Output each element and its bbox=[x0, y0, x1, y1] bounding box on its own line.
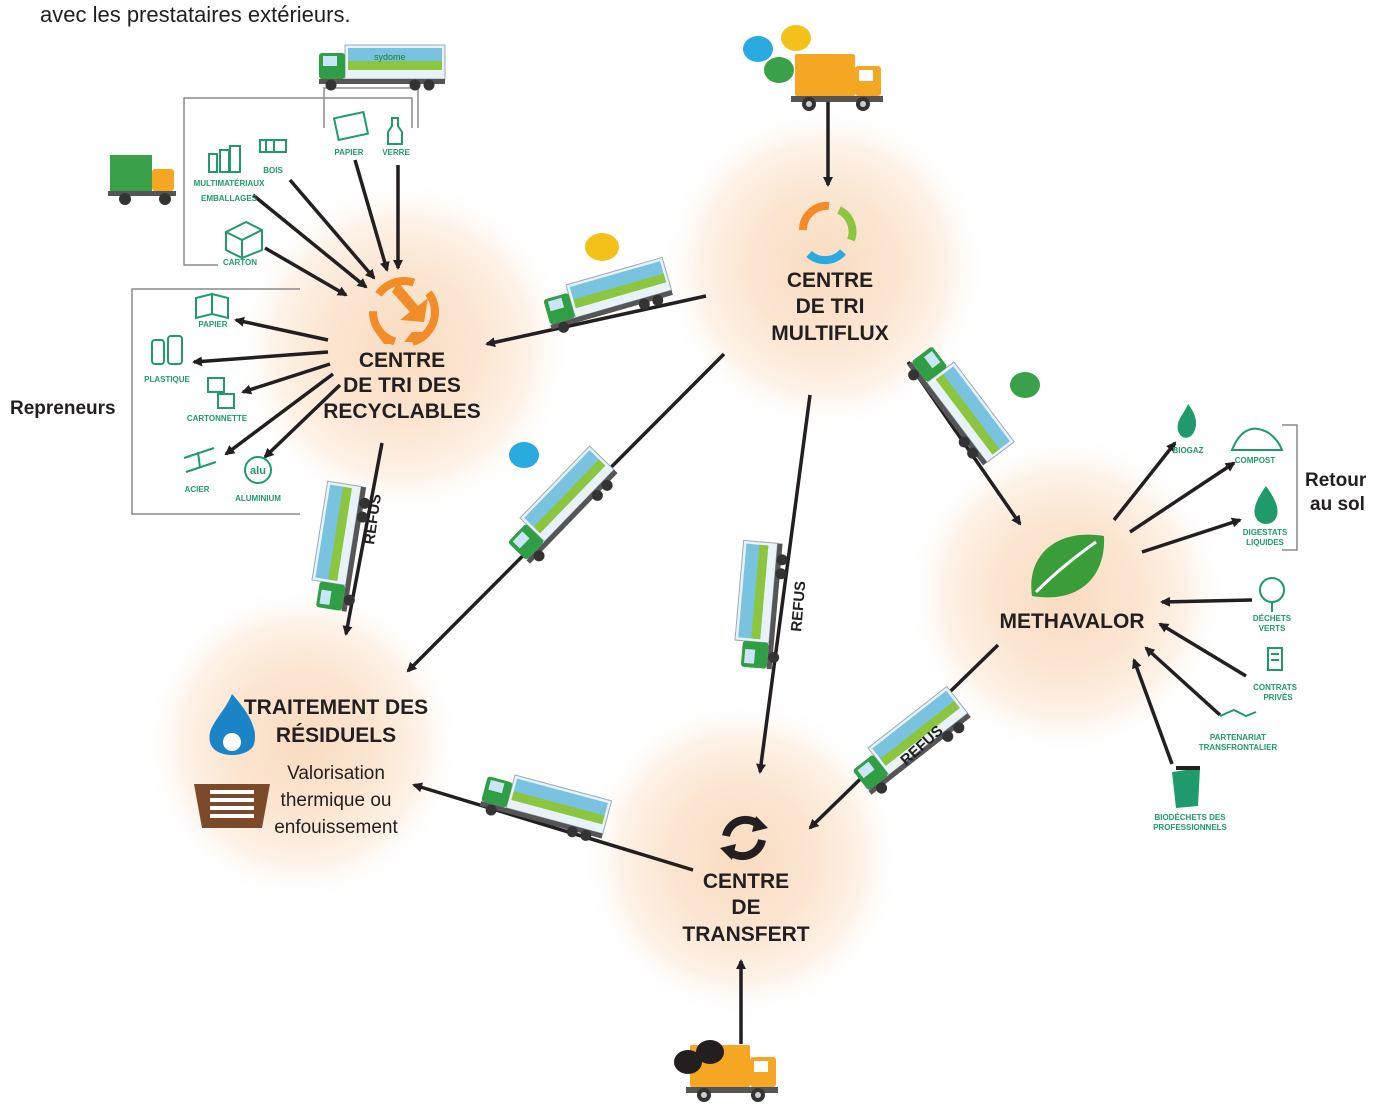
hub-residuels: TRAITEMENT DES RÉSIDUELS Valorisation th… bbox=[244, 696, 428, 838]
aluminium-icon bbox=[244, 456, 272, 484]
svg-text:TRAITEMENT DES: TRAITEMENT DES bbox=[244, 696, 428, 719]
refus-label-multiflux: REFUS bbox=[788, 580, 809, 632]
retour-label-line1: Retour bbox=[1305, 470, 1367, 491]
bottle-icon bbox=[387, 117, 403, 145]
hub-multiflux: CENTRE DE TRI MULTIFLUX bbox=[771, 269, 888, 345]
svg-text:PAPIER: PAPIER bbox=[334, 148, 363, 157]
carton-icon bbox=[225, 220, 263, 260]
svg-text:TRANSFERT: TRANSFERT bbox=[682, 923, 809, 946]
svg-text:DE TRI: DE TRI bbox=[796, 295, 865, 318]
collection-trucks bbox=[108, 54, 883, 1102]
output-icons-recyclables: PAPIER PLASTIQUE CARTONNETTE ACIER alu A… bbox=[144, 292, 281, 503]
droplet-icon bbox=[1254, 486, 1278, 524]
svg-text:MULTIFLUX: MULTIFLUX bbox=[771, 322, 888, 345]
svg-text:DIGESTATS: DIGESTATS bbox=[1243, 528, 1288, 537]
hub-recyclables: CENTRE DE TRI DES RECYCLABLES bbox=[323, 349, 481, 423]
svg-text:alu: alu bbox=[250, 465, 266, 477]
svg-text:RECYCLABLES: RECYCLABLES bbox=[323, 400, 481, 423]
organic-bin-icon bbox=[1172, 766, 1200, 808]
svg-text:CARTON: CARTON bbox=[223, 258, 257, 267]
svg-text:BIODÉCHETS DES: BIODÉCHETS DES bbox=[1154, 813, 1226, 822]
transfer-icon bbox=[720, 815, 768, 861]
svg-text:RÉSIDUELS: RÉSIDUELS bbox=[276, 724, 396, 747]
svg-text:PARTENARIAT: PARTENARIAT bbox=[1210, 733, 1266, 742]
svg-text:PAPIER: PAPIER bbox=[198, 320, 227, 329]
input-icons-methavalor: DÉCHETS VERTS CONTRATS PRIVÉS PARTENARIA… bbox=[1153, 577, 1298, 832]
svg-text:PLASTIQUE: PLASTIQUE bbox=[144, 375, 190, 384]
bottles-icon bbox=[208, 145, 241, 173]
svg-text:BOIS: BOIS bbox=[263, 166, 283, 175]
steel-beam-icon bbox=[183, 447, 217, 473]
svg-text:MULTIMATÉRIAUX: MULTIMATÉRIAUX bbox=[194, 179, 265, 188]
svg-text:Valorisation: Valorisation bbox=[287, 763, 385, 784]
svg-text:PROFESSIONNELS: PROFESSIONNELS bbox=[1153, 823, 1227, 832]
svg-text:ALUMINIUM: ALUMINIUM bbox=[235, 494, 281, 503]
refus-label-recyclables: REFUS bbox=[361, 493, 385, 546]
newspaper-icon bbox=[332, 110, 370, 142]
hub-transfert: CENTRE DE TRANSFERT bbox=[682, 870, 809, 946]
svg-text:CONTRATS: CONTRATS bbox=[1253, 683, 1298, 692]
svg-text:CENTRE: CENTRE bbox=[787, 269, 873, 292]
tree-icon bbox=[1259, 577, 1285, 612]
repreneurs-label: Repreneurs bbox=[10, 398, 116, 419]
book-icon bbox=[195, 292, 229, 320]
svg-text:VERTS: VERTS bbox=[1259, 624, 1286, 633]
plastic-bottles-icon bbox=[151, 335, 183, 365]
flame-icon bbox=[209, 694, 256, 755]
brackets bbox=[131, 87, 1298, 551]
document-icon bbox=[1267, 647, 1283, 671]
boxes-icon bbox=[207, 377, 235, 409]
compost-pile-icon bbox=[1230, 427, 1284, 451]
svg-text:DE: DE bbox=[731, 896, 760, 919]
svg-text:COMPOST: COMPOST bbox=[1235, 456, 1276, 465]
pallet-icon bbox=[259, 139, 287, 153]
svg-text:CENTRE: CENTRE bbox=[703, 870, 789, 893]
svg-text:METHAVALOR: METHAVALOR bbox=[999, 610, 1144, 633]
recycle-icon-multicolor bbox=[798, 201, 857, 265]
input-icons-recyclables: MULTIMATÉRIAUX EMBALLAGES BOIS PAPIER VE… bbox=[194, 110, 410, 267]
svg-text:DÉCHETS: DÉCHETS bbox=[1253, 614, 1292, 623]
svg-text:EMBALLAGES: EMBALLAGES bbox=[201, 194, 258, 203]
leaf-icon bbox=[1031, 534, 1105, 598]
header-text: avec les prestataires extérieurs. bbox=[40, 2, 351, 27]
svg-text:ACIER: ACIER bbox=[185, 485, 210, 494]
retour-label-line2: au sol bbox=[1310, 494, 1365, 515]
svg-text:LIQUIDES: LIQUIDES bbox=[1246, 538, 1284, 547]
svg-text:PRIVÉS: PRIVÉS bbox=[1263, 693, 1293, 702]
recycle-icon-orange bbox=[369, 277, 439, 347]
svg-text:sydome: sydome bbox=[374, 52, 406, 62]
svg-text:thermique ou: thermique ou bbox=[281, 790, 392, 811]
svg-text:CENTRE: CENTRE bbox=[359, 349, 445, 372]
svg-text:TRANSFRONTALIER: TRANSFRONTALIER bbox=[1199, 743, 1278, 752]
svg-text:CARTONNETTE: CARTONNETTE bbox=[187, 414, 248, 423]
output-icons-methavalor: BIOGAZ COMPOST DIGESTATS LIQUIDES bbox=[1172, 404, 1288, 547]
svg-text:enfouissement: enfouissement bbox=[274, 817, 398, 838]
waste-bags bbox=[509, 25, 1040, 1074]
truck-brand-labels: sydome bbox=[374, 52, 406, 62]
svg-text:BIOGAZ: BIOGAZ bbox=[1172, 446, 1203, 455]
svg-text:VERRE: VERRE bbox=[382, 148, 410, 157]
flame-icon-small bbox=[1177, 404, 1196, 438]
handshake-icon bbox=[1219, 708, 1257, 718]
hub-methavalor: METHAVALOR bbox=[999, 610, 1144, 633]
svg-text:DE TRI DES: DE TRI DES bbox=[343, 374, 461, 397]
basket-icon bbox=[194, 784, 270, 828]
